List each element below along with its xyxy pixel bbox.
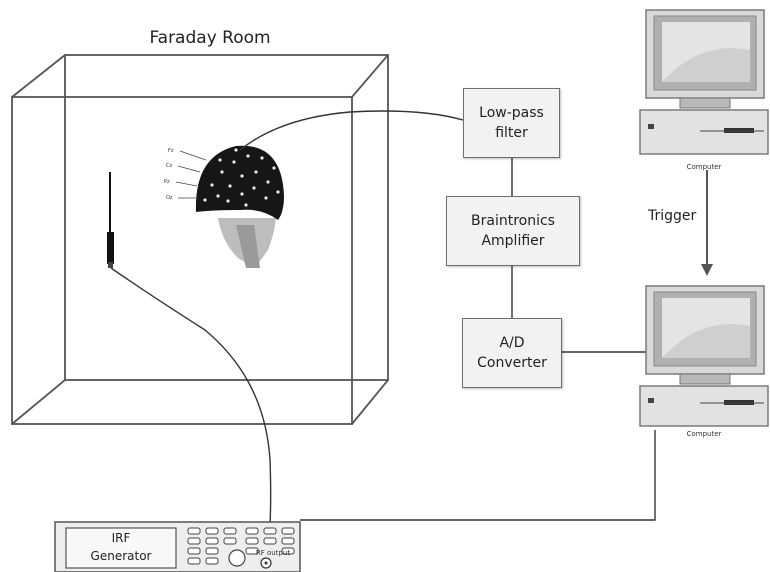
trigger-arrow (701, 170, 713, 276)
antenna-icon (107, 172, 114, 268)
bottom-computer-label: Computer (686, 430, 722, 438)
top-computer-label: Computer (686, 163, 722, 171)
ad-converter-line2: Converter (477, 355, 547, 371)
svg-text:Fz: Fz (168, 148, 174, 154)
faraday-room-cube (11, 54, 389, 425)
cap-to-filter-cable (239, 110, 464, 151)
ad-converter-line1: A/D (499, 335, 525, 351)
svg-text:Oz: Oz (166, 195, 173, 201)
trigger-label: Trigger (648, 208, 697, 224)
ad-converter-block: A/D Converter (462, 318, 562, 388)
faraday-room-title: Faraday Room (149, 28, 271, 48)
generator-label-line2: Generator (90, 549, 152, 563)
lowpass-filter-line2: filter (495, 125, 528, 141)
generator-label-line1: IRF (111, 531, 131, 545)
computer-to-generator-line (300, 430, 656, 521)
amplifier-block: Braintronics Amplifier (446, 196, 580, 266)
top-computer-icon (639, 9, 769, 155)
bottom-computer-icon (639, 285, 769, 427)
rf-output-label: RF output (255, 549, 291, 557)
svg-text:Cz: Cz (166, 163, 172, 169)
antenna-to-generator-cable (110, 267, 272, 553)
lowpass-filter-line1: Low-pass (479, 105, 544, 121)
svg-text:Pz: Pz (164, 179, 170, 185)
irf-generator-device (54, 521, 301, 572)
lowpass-filter-block: Low-pass filter (463, 88, 560, 158)
amplifier-line2: Amplifier (481, 233, 545, 249)
amplifier-line1: Braintronics (471, 213, 555, 229)
